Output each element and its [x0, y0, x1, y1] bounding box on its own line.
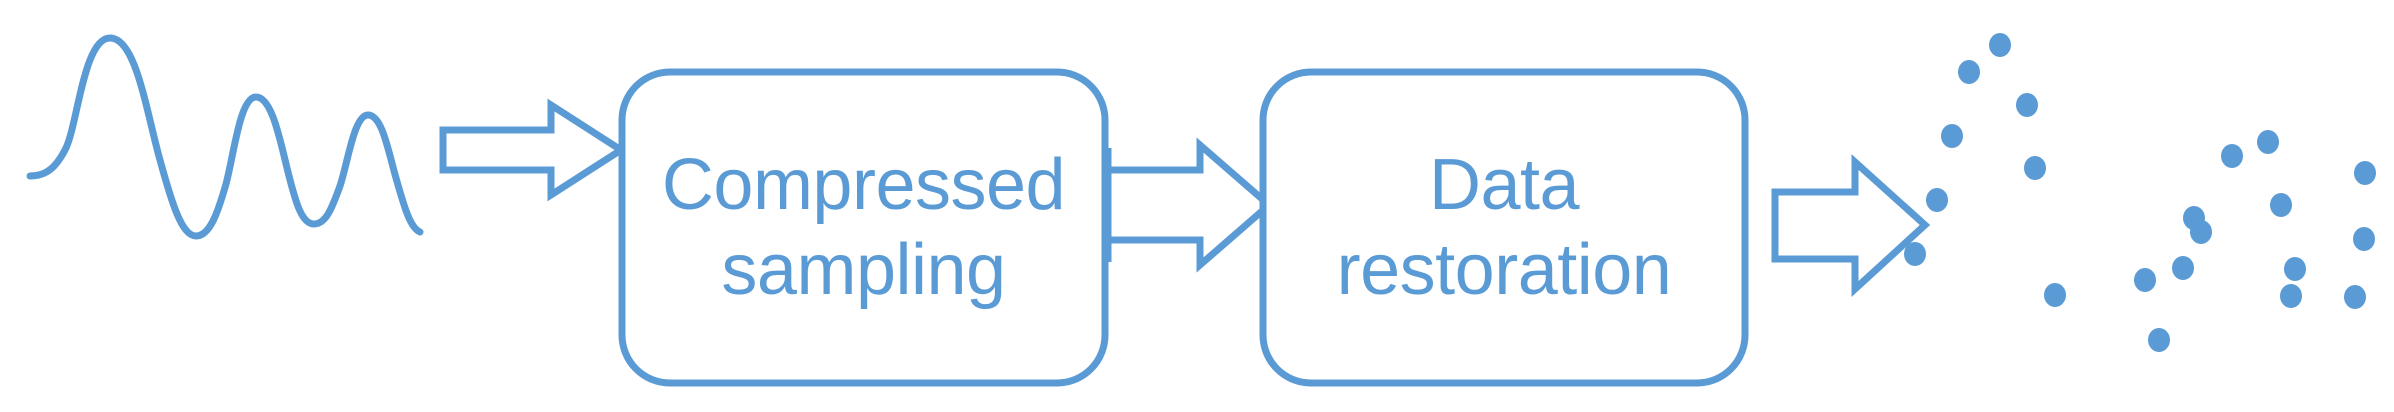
scatter-point	[2134, 268, 2156, 292]
scatter-point	[2148, 328, 2170, 352]
input-waveform-curve	[26, 34, 424, 240]
arrow-2-group	[1101, 137, 1275, 273]
process-box-compressed-sampling-shape[interactable]	[618, 68, 1109, 387]
input-waveform-group	[26, 34, 424, 240]
scatter-point	[2024, 156, 2046, 180]
arrow-right-icon-1	[439, 98, 628, 202]
scatter-point	[1926, 188, 1948, 212]
output-scatter-points	[1904, 33, 2376, 352]
arrow-1-group	[439, 98, 628, 202]
process-box-data-restoration-shape[interactable]	[1259, 68, 1749, 387]
scatter-point	[2172, 256, 2194, 280]
arrow-3-group	[1771, 154, 1931, 297]
scatter-point	[1941, 124, 1963, 148]
process-box-data-restoration[interactable]	[1259, 68, 1749, 387]
scatter-point	[2344, 285, 2366, 309]
scatter-point	[2280, 284, 2302, 308]
process-box-compressed-sampling[interactable]	[618, 68, 1109, 387]
scatter-point	[2353, 227, 2375, 251]
scatter-point	[2190, 220, 2212, 244]
scatter-point	[2016, 93, 2038, 117]
scatter-point	[1904, 242, 1926, 266]
scatter-point	[2221, 144, 2243, 168]
arrow-right-icon-2	[1101, 137, 1275, 273]
arrow-right-icon-3	[1771, 154, 1931, 297]
scatter-point	[2354, 161, 2376, 185]
scatter-point	[2270, 193, 2292, 217]
scatter-point	[1989, 33, 2011, 57]
scatter-point	[2044, 283, 2066, 307]
scatter-point	[2257, 130, 2279, 154]
scatter-point	[2284, 257, 2306, 281]
scatter-point	[1958, 60, 1980, 84]
